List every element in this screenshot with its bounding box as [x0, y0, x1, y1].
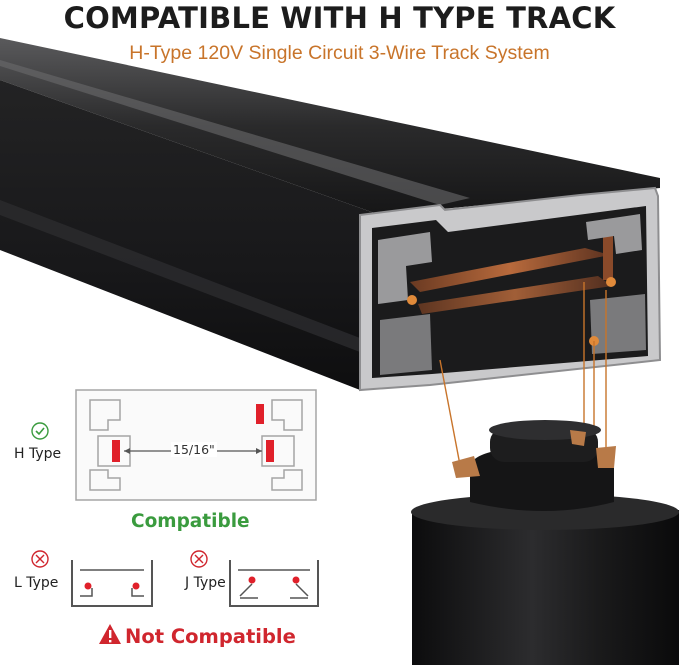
not-compatible-status: Not Compatible — [125, 625, 296, 648]
x-circle-icon — [190, 550, 208, 568]
j-type-diagram — [229, 560, 319, 607]
x-circle-icon — [31, 550, 49, 568]
track-adapter-image — [411, 420, 679, 665]
contact-mark — [266, 440, 274, 462]
contact-mark — [256, 404, 264, 424]
j-type-label: J Type — [185, 575, 226, 591]
warning-triangle-icon — [99, 624, 121, 644]
compatible-status: Compatible — [131, 511, 250, 532]
page-title: COMPATIBLE WITH H TYPE TRACK — [63, 1, 616, 35]
contact-mark — [112, 440, 120, 462]
l-type-label: L Type — [14, 575, 59, 591]
dimension-label: 15/16" — [171, 442, 217, 457]
l-type-diagram — [71, 560, 153, 607]
h-type-label: H Type — [14, 446, 62, 462]
check-circle-icon — [31, 422, 49, 440]
page-subtitle: H-Type 120V Single Circuit 3-Wire Track … — [129, 42, 550, 64]
track-rail-image — [0, 38, 662, 392]
leader-lines — [439, 282, 607, 470]
